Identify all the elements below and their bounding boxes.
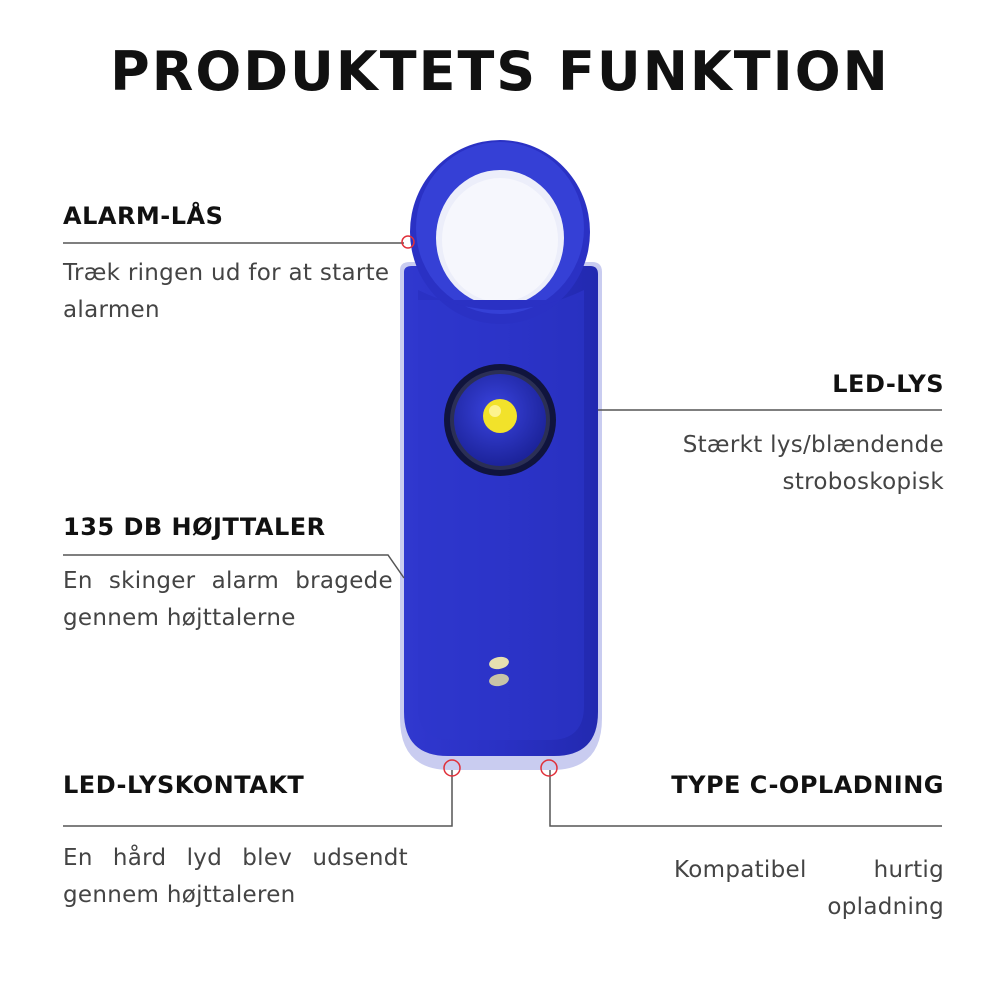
page-title: PRODUKTETS FUNKTION bbox=[110, 40, 890, 103]
marker-switch bbox=[443, 759, 461, 777]
feature-heading: LED-LYS bbox=[832, 370, 944, 398]
led-bulb-icon bbox=[483, 399, 517, 433]
feature-heading: TYPE C-OPLADNING bbox=[671, 771, 944, 799]
feature-speaker: 135 DB HØJTTALER En skinger alarm braged… bbox=[63, 513, 403, 631]
feature-heading: ALARM-LÅS bbox=[63, 202, 224, 230]
marker-alarm bbox=[401, 235, 415, 249]
marker-typec bbox=[540, 759, 558, 777]
indicator-dot-top bbox=[489, 656, 509, 670]
feature-heading: LED-LYSKONTAKT bbox=[63, 771, 305, 799]
feature-led-light: LED-LYS Stærkt lys/blændende stroboskopi… bbox=[604, 370, 944, 495]
callout-line-switch bbox=[63, 770, 453, 827]
feature-description: En hård lyd blev udsendt gennem højttale… bbox=[63, 845, 408, 908]
indicator-dot-bottom bbox=[489, 673, 509, 687]
feature-heading: 135 DB HØJTTALER bbox=[63, 513, 326, 541]
feature-description: Træk ringen ud for at starte alarmen bbox=[63, 260, 390, 323]
feature-alarm-lock: ALARM-LÅS Træk ringen ud for at starte a… bbox=[63, 202, 403, 323]
feature-description: En skinger alarm bragede gennem højttale… bbox=[63, 568, 393, 631]
feature-type-c: TYPE C-OPLADNING Kompatibel hurtig oplad… bbox=[604, 771, 944, 920]
feature-led-switch: LED-LYSKONTAKT En hård lyd blev udsendt … bbox=[63, 771, 408, 908]
feature-description: Kompatibel hurtig opladning bbox=[674, 857, 944, 920]
feature-description: Stærkt lys/blændende stroboskopisk bbox=[682, 432, 944, 495]
callout-line-speaker bbox=[63, 554, 405, 579]
callout-line-typec bbox=[549, 770, 942, 827]
